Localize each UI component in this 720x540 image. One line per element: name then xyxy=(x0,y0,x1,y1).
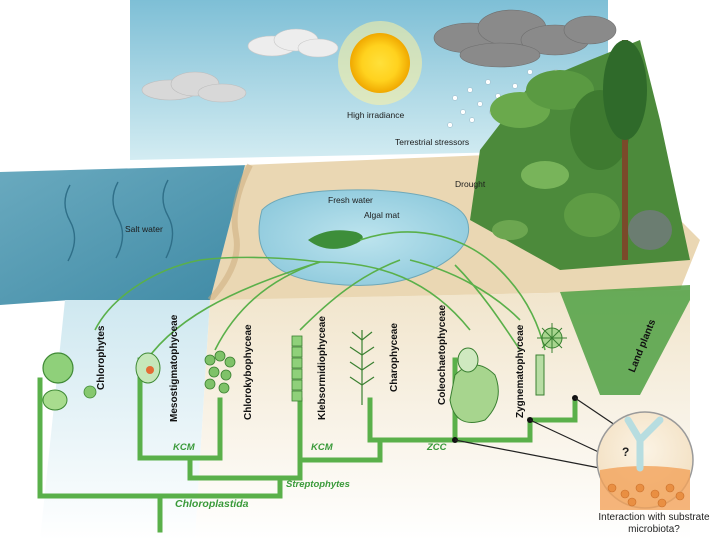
lineage-charophyceae: Charophyceae xyxy=(389,323,400,392)
label-high-irradiance: High irradiance xyxy=(347,110,405,120)
cross-section-water xyxy=(40,300,210,540)
kcm-1-branch xyxy=(187,397,223,461)
klebsormidium-filament-icon xyxy=(291,335,303,402)
beach-edge xyxy=(207,163,253,303)
inset-pointer-lines xyxy=(454,397,616,471)
cloud-dark xyxy=(433,9,617,68)
land-plants-wedge xyxy=(560,285,690,395)
zygnem-branch xyxy=(527,397,578,423)
lineage-klebsormidiophyceae: Klebsormidiophyceae xyxy=(317,316,328,420)
clade-streptophytes: Streptophytes xyxy=(286,479,350,490)
colonization-arrows xyxy=(94,231,546,371)
clade-kcm-1: KCM xyxy=(173,442,195,453)
sun-icon xyxy=(338,21,422,105)
mesostigma-cell-icon xyxy=(135,352,161,384)
charophyceae-branch xyxy=(367,397,383,463)
lineage-chlorokybophyceae: Chlorokybophyceae xyxy=(243,324,254,420)
forest-icon xyxy=(470,40,690,270)
zcc-inner xyxy=(452,417,533,443)
cross-section-land xyxy=(195,290,690,540)
clade-kcm-2: KCM xyxy=(311,442,333,453)
salt-water xyxy=(0,165,250,305)
lineage-coleochaetophyceae: Coleochaetophyceae xyxy=(437,304,448,405)
chloroplastida-trunk xyxy=(37,402,163,533)
cloud-left xyxy=(141,71,247,103)
chlorophyte-cell-icon xyxy=(42,352,97,411)
label-drought: Drought xyxy=(455,179,486,189)
lineage-mesostigmatophyceae: Mesostigmatophyceae xyxy=(169,314,180,422)
inset-question-mark: ? xyxy=(622,445,630,459)
streptophyte-stem xyxy=(157,475,283,499)
kcm-2-stem xyxy=(277,457,383,481)
clade-zcc: ZCC xyxy=(427,442,447,453)
clade-chloroplastida: Chloroplastida xyxy=(175,498,249,510)
label-terrestrial-stressors: Terrestrial stressors xyxy=(395,137,470,147)
zygnema-star-icon xyxy=(535,323,567,396)
algal-mat-icon xyxy=(308,230,363,249)
coleochaete-disc-icon xyxy=(449,347,499,423)
inset-caption: Interaction with substrate microbiota? xyxy=(598,512,710,535)
label-fresh-water: Fresh water xyxy=(328,195,373,205)
lineage-chlorophytes: Chlorophytes xyxy=(96,325,107,390)
label-salt-water: Salt water xyxy=(125,224,163,234)
wave-lines xyxy=(64,179,174,262)
cloud-middle xyxy=(247,28,339,58)
chara-plant-icon xyxy=(349,330,375,405)
chlorokybus-colony-icon xyxy=(204,350,236,394)
label-algal-mat: Algal mat xyxy=(364,210,400,220)
lineage-zygnematophyceae: Zygnematophyceae xyxy=(515,324,526,418)
microbiota-inset xyxy=(596,411,694,510)
